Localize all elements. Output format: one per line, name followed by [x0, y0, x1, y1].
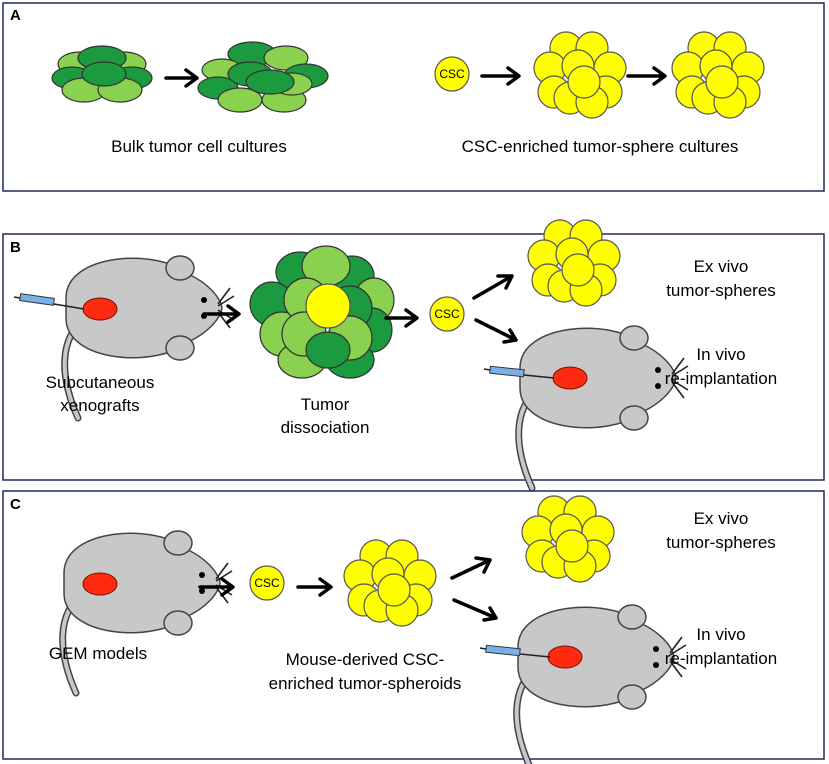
- csc-label-b: CSC: [434, 307, 460, 321]
- spheroid-caption-2: enriched tumor-spheroids: [269, 674, 462, 693]
- exvivo-caption-b-1: Ex vivo: [694, 257, 749, 276]
- csc-arrow-a1: [480, 66, 521, 86]
- xenograft-caption-2: xenografts: [60, 396, 139, 415]
- dissociation-caption-2: dissociation: [281, 418, 370, 437]
- csc-label-c: CSC: [254, 576, 280, 590]
- invivo-caption-c-2: re-implantation: [665, 649, 777, 668]
- csc-cell-c: CSC: [249, 565, 285, 601]
- syringe-icon: [13, 293, 85, 310]
- bulk-culture-caption: Bulk tumor cell cultures: [111, 137, 287, 156]
- invivo-caption-c-1: In vivo: [696, 625, 745, 644]
- bulk-culture-small-cluster: [51, 45, 153, 103]
- reimplant-mouse-c: [479, 605, 686, 764]
- panel-c-label: C: [10, 496, 21, 513]
- tumor-spot-c: [82, 572, 118, 596]
- csc-cell-b: CSC: [429, 296, 465, 332]
- dissected-tumor-cluster: [249, 245, 395, 379]
- csc-in-tumor: [305, 283, 351, 329]
- reimplant-mouse-b: [483, 326, 688, 488]
- xenograft-arrow: [202, 304, 241, 324]
- gem-arrow: [198, 577, 235, 597]
- syringe-icon-c: [479, 644, 551, 658]
- spheroid-caption-1: Mouse-derived CSC-: [286, 650, 445, 669]
- xenograft-mouse: [13, 256, 234, 418]
- dissociation-caption-1: Tumor: [301, 395, 350, 414]
- panel-a-label: A: [10, 7, 21, 24]
- tumor-spot-b: [552, 366, 588, 390]
- csc-arrow-a2: [626, 66, 667, 86]
- exvivo-arrow-c: [450, 556, 492, 580]
- gem-mouse: [63, 531, 232, 693]
- sphere-culture-caption: CSC-enriched tumor-sphere cultures: [462, 137, 739, 156]
- exvivo-arrow-b: [472, 274, 514, 300]
- csc-arrow-c: [296, 577, 333, 597]
- csc-label-a: CSC: [439, 67, 465, 81]
- syringe-icon-b: [483, 365, 555, 379]
- exvivo-sphere-b: [527, 219, 621, 307]
- xenograft-caption-1: Subcutaneous: [46, 373, 155, 392]
- invivo-arrow-c: [452, 598, 498, 622]
- exvivo-caption-b-2: tumor-spheres: [666, 281, 776, 300]
- gem-caption: GEM models: [49, 644, 147, 663]
- panel-b-label: B: [10, 239, 21, 256]
- exvivo-caption-c-1: Ex vivo: [694, 509, 749, 528]
- exvivo-caption-c-2: tumor-spheres: [666, 533, 776, 552]
- bulk-arrow: [164, 68, 199, 88]
- csc-cell-a: CSC: [434, 56, 470, 92]
- invivo-arrow-b: [474, 318, 518, 344]
- invivo-caption-b-2: re-implantation: [665, 369, 777, 388]
- tumor-spot-c2: [547, 645, 583, 669]
- tumor-spot: [82, 297, 118, 321]
- invivo-caption-b-1: In vivo: [696, 345, 745, 364]
- dissociation-arrow: [384, 308, 419, 328]
